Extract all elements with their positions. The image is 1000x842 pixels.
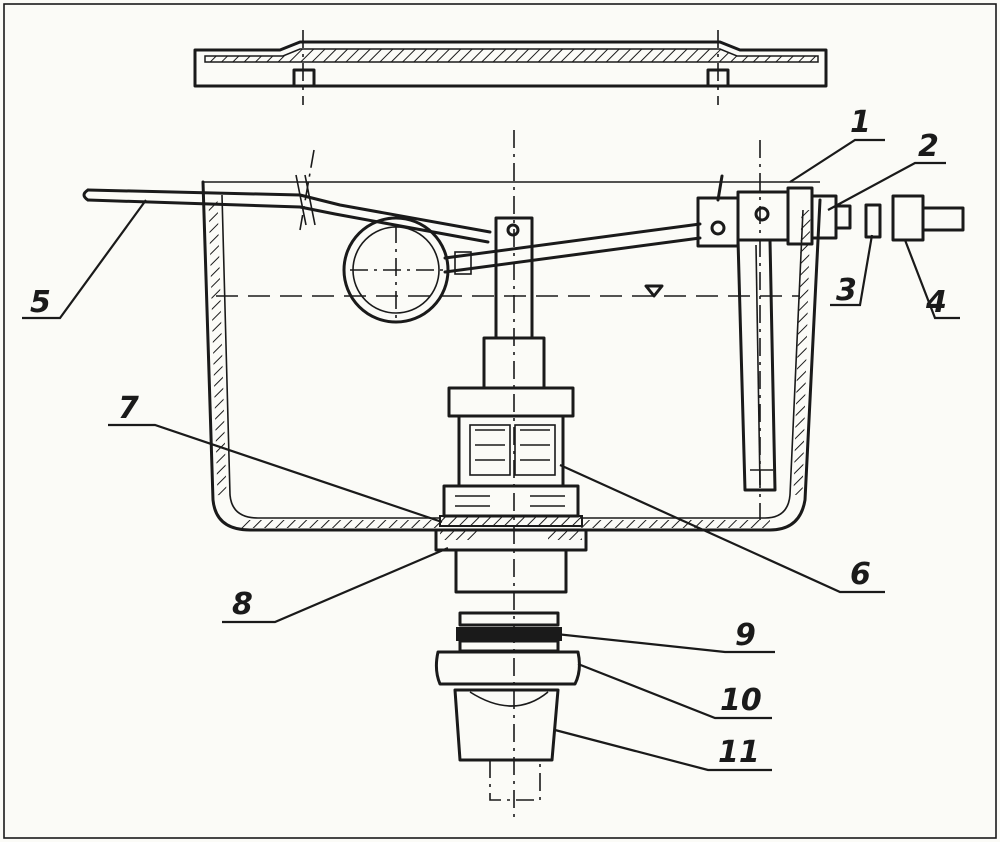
- label-2: 2: [918, 129, 939, 164]
- drawing-frame: [3, 3, 997, 839]
- callout-labels: 1 2 3 4 5 6 7 8 9 10 11: [30, 105, 947, 770]
- label-11: 11: [718, 735, 760, 770]
- flush-valve: [434, 130, 588, 820]
- label-1: 1: [850, 105, 871, 140]
- label-9: 9: [735, 618, 756, 653]
- label-6: 6: [850, 557, 871, 592]
- label-7: 7: [118, 391, 139, 426]
- water-level-marker: [644, 284, 664, 298]
- label-4: 4: [925, 285, 947, 320]
- pipe-part-11: [453, 688, 560, 762]
- outlet-pipe: [434, 611, 581, 801]
- label-10: 10: [720, 683, 762, 718]
- flush-lever: [82, 149, 492, 244]
- label-8: 8: [232, 587, 253, 622]
- inlet-fittings: [810, 194, 965, 242]
- gasket-part-9: [456, 627, 562, 641]
- leader-lines: [22, 138, 960, 772]
- fitting-part-4: [891, 194, 925, 242]
- label-3: 3: [836, 273, 857, 308]
- label-5: 5: [30, 285, 51, 320]
- cistern-tank: [201, 180, 822, 532]
- cone-part-10: [434, 650, 581, 686]
- cistern-lid: [193, 30, 828, 105]
- nut-part-2: [810, 194, 838, 240]
- float-assembly: [342, 216, 702, 324]
- washer-part-3: [864, 203, 882, 239]
